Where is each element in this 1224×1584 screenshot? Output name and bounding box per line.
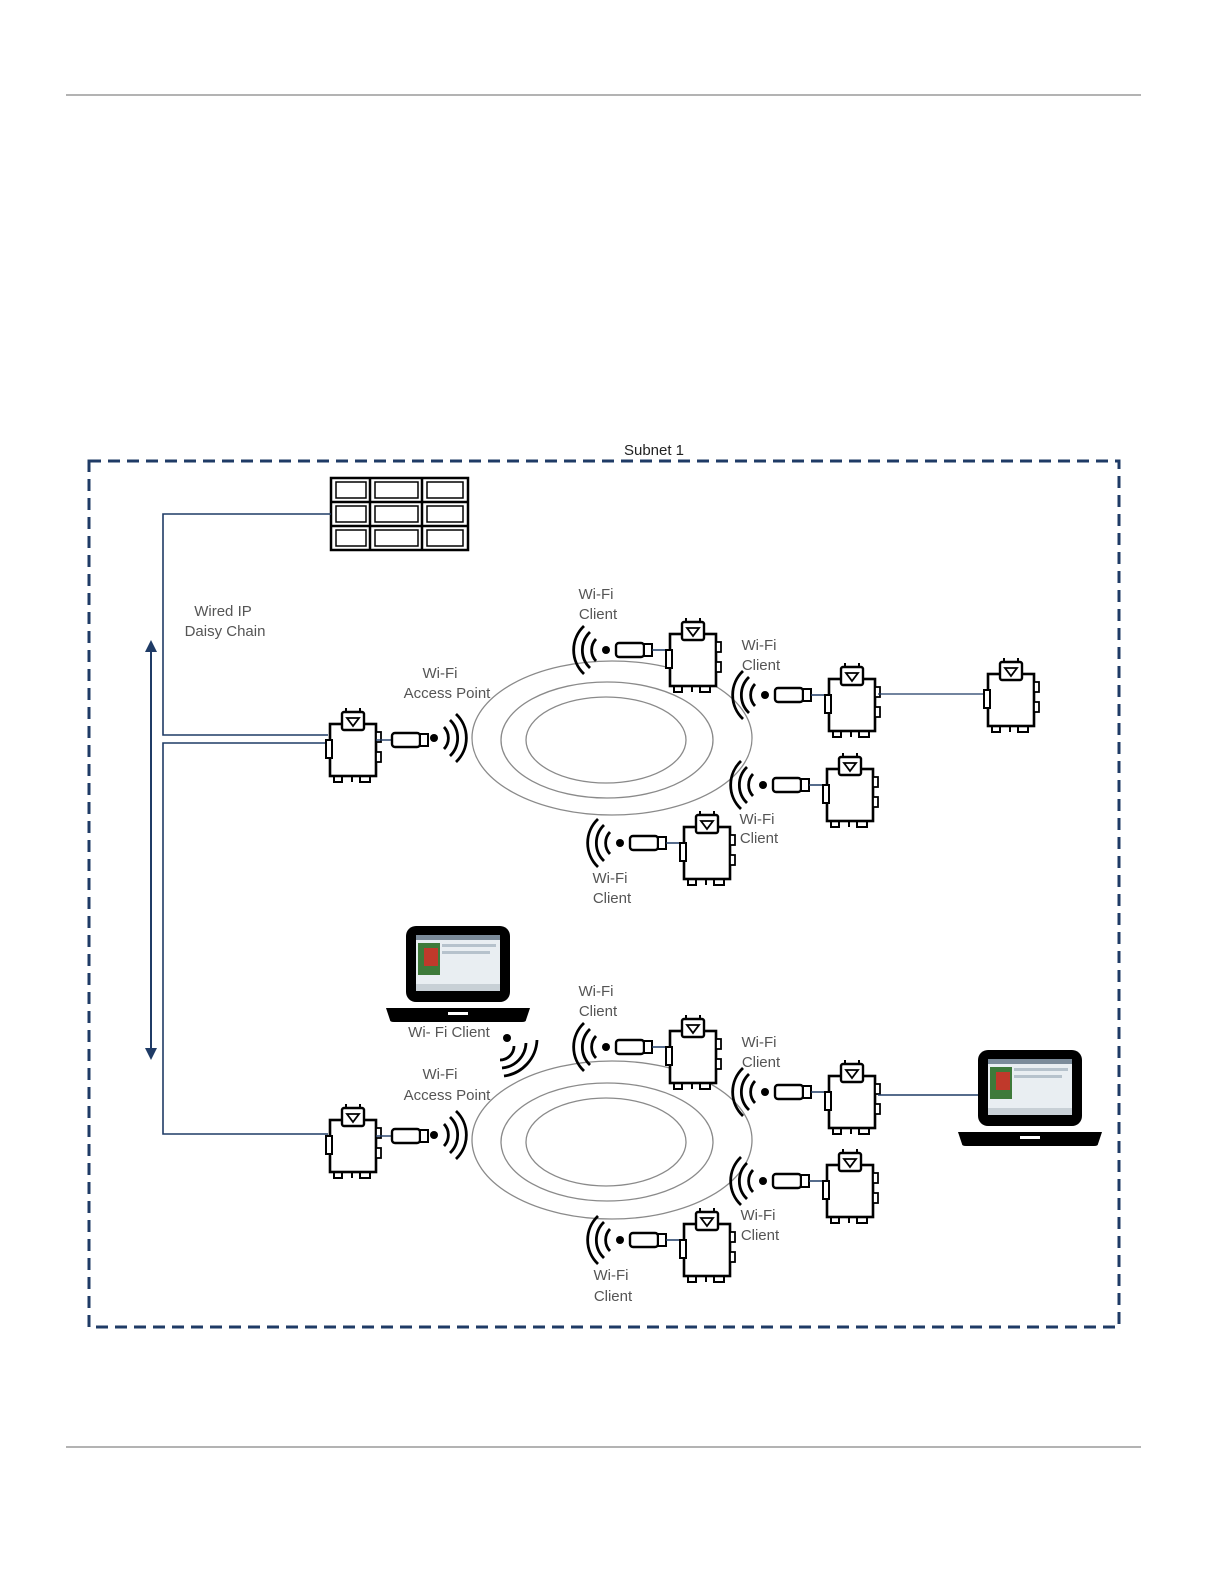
access-point-device-2 <box>326 1104 466 1178</box>
laptop-wifi-client <box>386 926 530 1022</box>
client-device-1a <box>574 618 721 692</box>
client-1d-client: Client <box>593 890 632 907</box>
client-device-2b <box>733 1060 880 1134</box>
daisy-chain-arrow <box>145 640 157 1060</box>
client-2a-client: Client <box>579 1003 618 1020</box>
laptop-signal <box>500 1034 537 1076</box>
wired-device-1 <box>984 658 1039 732</box>
controller-rack <box>331 478 468 550</box>
client-2d-client: Client <box>594 1288 633 1305</box>
client-device-1b <box>733 663 880 737</box>
daisy-chain-label: Daisy Chain <box>185 623 266 640</box>
client-1a-wifi: Wi-Fi <box>579 586 614 603</box>
client-2a-wifi: Wi-Fi <box>579 983 614 1000</box>
client-2c-client: Client <box>741 1227 780 1244</box>
laptop-wired <box>958 1050 1102 1146</box>
ap1-label-wifi: Wi-Fi <box>423 665 458 682</box>
client-2b-wifi: Wi-Fi <box>742 1034 777 1051</box>
ap1-label-access-point: Access Point <box>404 685 492 702</box>
client-1a-client: Client <box>579 606 618 623</box>
ap2-label-wifi: Wi-Fi <box>423 1066 458 1083</box>
subnet-title: Subnet 1 <box>624 442 684 459</box>
client-2d-wifi: Wi-Fi <box>594 1267 629 1284</box>
client-2b-client: Client <box>742 1054 781 1071</box>
client-1d-wifi: Wi-Fi <box>593 870 628 887</box>
client-1b-wifi: Wi-Fi <box>742 637 777 654</box>
client-1b-client: Client <box>742 657 781 674</box>
client-device-2a <box>574 1015 721 1089</box>
client-1c-client: Client <box>740 830 779 847</box>
ap2-label-access-point: Access Point <box>404 1087 492 1104</box>
access-point-device-1 <box>326 708 466 782</box>
wired-ip-label: Wired IP <box>194 603 252 620</box>
laptop-wifi-client-label: Wi- Fi Client <box>408 1024 490 1041</box>
client-2c-wifi: Wi-Fi <box>741 1207 776 1224</box>
client-1c-wifi: Wi-Fi <box>740 811 775 828</box>
